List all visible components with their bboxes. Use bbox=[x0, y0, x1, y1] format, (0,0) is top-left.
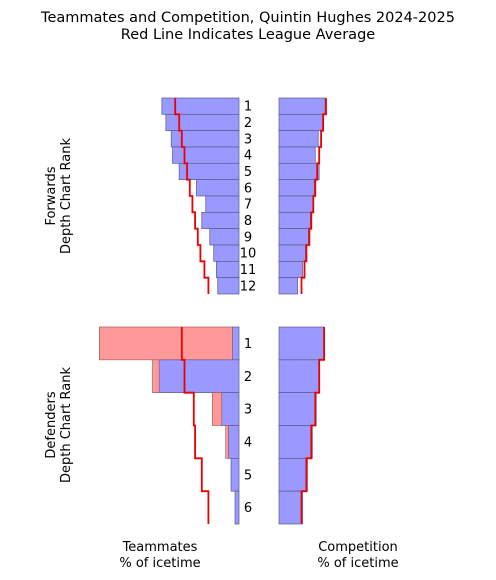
defenders-teammates-bar-3 bbox=[221, 392, 240, 426]
forwards-competition-bar-4 bbox=[278, 146, 316, 164]
forwards-competition-bar-12 bbox=[278, 277, 298, 295]
forwards-rank-label-3: 3 bbox=[244, 132, 252, 147]
forwards-rank-label-9: 9 bbox=[244, 230, 252, 245]
defenders-teammates-red-bar-3 bbox=[212, 392, 223, 426]
defenders-teammates-bar-6 bbox=[234, 490, 240, 525]
forwards-competition-bar-6 bbox=[278, 179, 315, 197]
forwards-teammates-bar-8 bbox=[201, 211, 240, 230]
defenders-teammates-bar-5 bbox=[230, 457, 240, 492]
forwards-competition-bar-5 bbox=[278, 162, 320, 181]
defenders-rank-label-4: 4 bbox=[244, 435, 252, 450]
defenders-competition-bar-6 bbox=[278, 490, 303, 525]
forwards-teammates-bar-1 bbox=[161, 97, 240, 115]
chart-title-line-1: Teammates and Competition, Quintin Hughe… bbox=[40, 10, 455, 26]
forwards-rank-label-4: 4 bbox=[244, 149, 252, 164]
forwards-competition-bar-3 bbox=[278, 130, 319, 148]
defenders-competition-bar-5 bbox=[278, 457, 308, 492]
defenders-competition-bar-2 bbox=[278, 359, 320, 394]
forwards-teammates-bar-6 bbox=[196, 179, 240, 197]
chart-title-line-2: Red Line Indicates League Average bbox=[121, 27, 375, 43]
forwards-teammates-league-average-line bbox=[174, 98, 210, 294]
forwards-rank-label-1: 1 bbox=[244, 100, 252, 115]
defenders-rank-label-2: 2 bbox=[244, 370, 252, 385]
forwards-teammates-bar-2 bbox=[165, 113, 240, 132]
defenders-teammates-bar-1 bbox=[232, 326, 240, 361]
forwards-teammates-bar-10 bbox=[213, 244, 240, 262]
forwards-competition-league-average-line bbox=[300, 98, 327, 294]
defenders-teammates-bar-2 bbox=[158, 359, 240, 394]
forwards-competition-bar-10 bbox=[278, 244, 306, 262]
defenders-teammates-league-average-line bbox=[180, 327, 210, 524]
defenders-teammates-red-bar-4 bbox=[225, 425, 229, 459]
teammates-xlabel-line-1: Teammates bbox=[122, 540, 198, 555]
forwards-teammates-bar-5 bbox=[178, 162, 240, 181]
forwards-rank-label-11: 11 bbox=[240, 263, 257, 278]
forwards-teammates-bar-11 bbox=[216, 260, 240, 279]
forwards-rank-label-6: 6 bbox=[244, 181, 252, 196]
defenders-rank-label-1: 1 bbox=[244, 337, 252, 352]
forwards-rank-label-7: 7 bbox=[244, 198, 252, 213]
defenders-ylabel-line-2: Depth Chart Rank bbox=[59, 367, 74, 484]
defenders-competition-bar-1 bbox=[278, 326, 325, 361]
forwards-teammates-bar-9 bbox=[209, 228, 240, 246]
forwards-teammates-bar-4 bbox=[172, 146, 240, 164]
defenders-competition-league-average-line bbox=[300, 327, 325, 524]
forwards-rank-label-8: 8 bbox=[244, 214, 252, 229]
defenders-rank-label-6: 6 bbox=[244, 501, 252, 516]
forwards-competition-bar-7 bbox=[278, 195, 314, 213]
forwards-ylabel-line-1: Forwards bbox=[44, 166, 59, 225]
defenders-teammates-red-bar-1 bbox=[98, 326, 233, 361]
defenders-ylabel-line-1: Defenders bbox=[44, 391, 59, 458]
forwards-competition-bar-11 bbox=[278, 260, 303, 279]
forwards-rank-label-2: 2 bbox=[244, 116, 252, 131]
forwards-rank-label-5: 5 bbox=[244, 165, 252, 180]
competition-xlabel-line-2: % of icetime bbox=[317, 556, 398, 571]
forwards-competition-bar-1 bbox=[278, 97, 326, 115]
forwards-competition-bar-8 bbox=[278, 211, 311, 230]
forwards-competition-bar-2 bbox=[278, 113, 324, 132]
defenders-teammates-red-bar-2 bbox=[152, 359, 160, 394]
forwards-rank-label-12: 12 bbox=[240, 279, 257, 294]
forwards-teammates-bar-7 bbox=[205, 195, 240, 213]
defenders-rank-label-5: 5 bbox=[244, 468, 252, 483]
forwards-ylabel-line-2: Depth Chart Rank bbox=[59, 138, 74, 255]
competition-xlabel-line-1: Competition bbox=[318, 540, 398, 555]
forwards-competition-bar-9 bbox=[278, 228, 309, 246]
defenders-competition-bar-4 bbox=[278, 425, 313, 459]
defenders-competition-bar-3 bbox=[278, 392, 317, 426]
forwards-teammates-bar-12 bbox=[217, 277, 240, 295]
forwards-rank-label-10: 10 bbox=[240, 247, 257, 262]
defenders-rank-label-3: 3 bbox=[244, 403, 252, 418]
teammates-xlabel-line-2: % of icetime bbox=[119, 556, 200, 571]
defenders-teammates-bar-4 bbox=[228, 425, 240, 459]
